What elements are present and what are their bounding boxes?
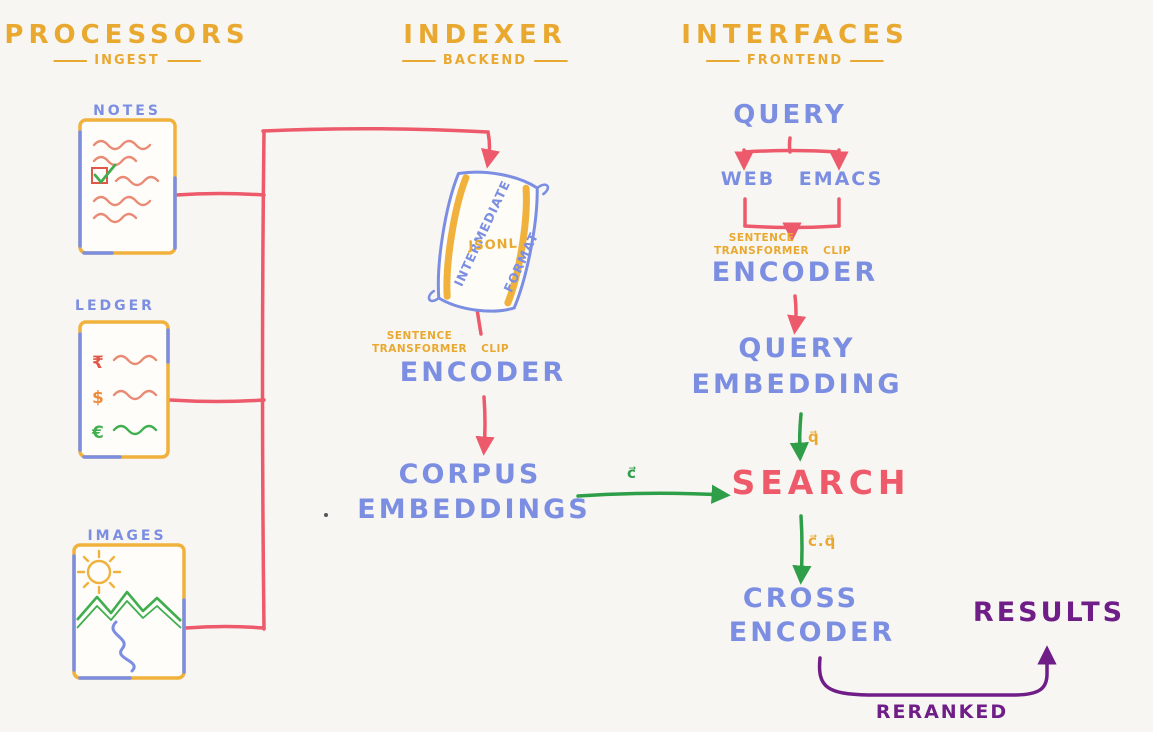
images-label: IMAGES: [87, 528, 167, 544]
subtitle-rule: [53, 59, 88, 62]
processors-title: PROCESSORS: [4, 20, 250, 50]
query-branch-bar: [742, 148, 841, 154]
notes-card: [78, 118, 177, 255]
interfaces-title: INTERFACES: [681, 20, 909, 50]
emacs-client-label: EMACS: [798, 168, 884, 190]
notes-label: NOTES: [93, 103, 161, 119]
ledger-card: ₹ $ €: [78, 320, 170, 459]
indexer-encoder-label: ENCODER: [399, 357, 567, 388]
mountains-icon: [76, 590, 182, 622]
notes-connector-line: [174, 191, 266, 197]
mountains-icon: [76, 600, 182, 629]
euro-symbol: €: [91, 423, 104, 443]
ledger-connector-line: [168, 398, 266, 404]
corpus-embeddings-line1: CORPUS: [398, 459, 542, 490]
indexer-title: INDEXER: [403, 20, 567, 50]
query-embedding-line2: EMBEDDING: [691, 369, 903, 400]
processors-subtitle: INGEST: [53, 53, 201, 68]
indexer-model-label: SENTENCE TRANSFORMER CLIP: [372, 330, 510, 356]
notes-checkmark: [93, 163, 117, 185]
sun-icon: [86, 559, 112, 585]
sun-rays-icon: [76, 549, 122, 595]
query-embedding-to-search-arrow: [789, 412, 809, 462]
images-card: [72, 543, 186, 680]
dollar-symbol: $: [92, 388, 104, 408]
rupee-symbol: ₹: [92, 353, 104, 373]
web-client-label: WEB: [720, 168, 776, 190]
stray-pen-mark: [324, 513, 328, 517]
cross-encoder-line2: ENCODER: [728, 617, 896, 648]
ingest-trunk-line: [260, 129, 266, 631]
query-embedding-line1: QUERY: [738, 333, 856, 364]
dot-product-label: c⃗.q⃗: [808, 532, 837, 550]
encoder-to-corpus-arrow: [475, 395, 495, 456]
scroll-jsonl-label: JSONL: [467, 236, 518, 254]
query-vector-label: q⃗: [808, 428, 820, 446]
interfaces-encoder-label: ENCODER: [711, 257, 879, 288]
interfaces-clip-label: CLIP: [823, 245, 852, 258]
results-label: RESULTS: [972, 597, 1126, 628]
cross-encoder-to-results-arrow: [817, 645, 1057, 697]
search-to-cross-encoder-arrow: [792, 514, 812, 585]
interfaces-model-label: SENTENCE TRANSFORMER CLIP: [714, 232, 852, 258]
subtitle-rule: [534, 59, 569, 62]
subtitle-rule: [850, 59, 885, 62]
images-connector-line: [184, 624, 266, 630]
interfaces-subtitle: FRONTEND: [705, 53, 885, 68]
corpus-vector-label: c⃗: [627, 464, 637, 482]
subtitle-rule: [166, 59, 201, 62]
encoder-to-query-embedding-arrow: [787, 294, 807, 335]
query-label: QUERY: [733, 100, 847, 130]
search-label: SEARCH: [731, 463, 911, 502]
trunk-to-scroll-arrow: [261, 126, 500, 169]
cross-encoder-line1: CROSS: [742, 583, 860, 614]
ledger-label: LEDGER: [75, 298, 155, 314]
indexer-clip-label: CLIP: [481, 343, 510, 356]
corpus-to-search-arrow: [576, 484, 731, 504]
subtitle-rule: [705, 59, 740, 62]
river-icon: [111, 620, 136, 673]
reranked-label: RERANKED: [875, 701, 1009, 723]
jsonl-scroll: INTERMEDIATE JSONL FORMAT: [427, 170, 550, 313]
indexer-subtitle: BACKEND: [401, 53, 569, 68]
corpus-embeddings-line2: EMBEDDINGS: [357, 494, 591, 525]
subtitle-rule: [401, 59, 436, 62]
